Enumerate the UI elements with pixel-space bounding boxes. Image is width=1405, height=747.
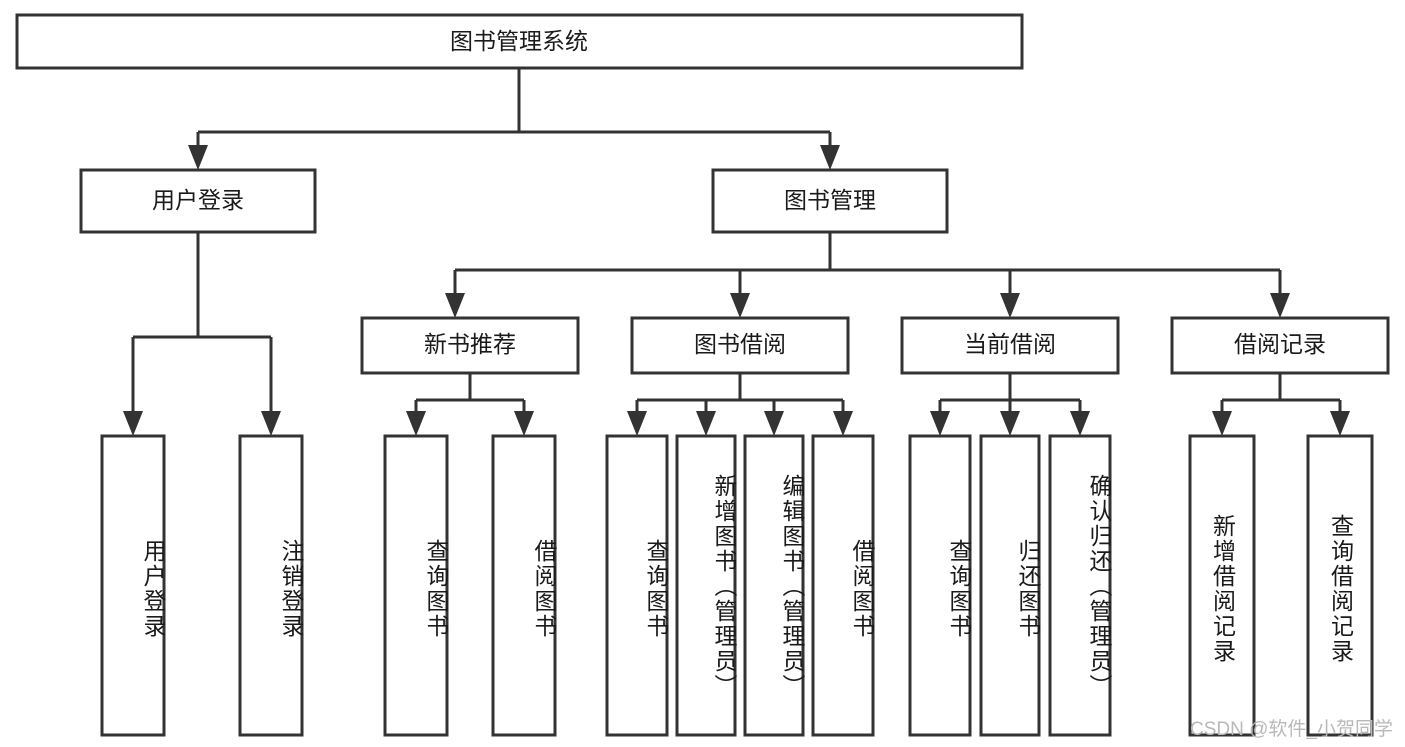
node-borrow-record-label: 借阅记录 [1234, 331, 1326, 357]
arrow-head-current-borrow [1000, 293, 1020, 318]
node-leaf-user-login[interactable] [100, 434, 166, 737]
arrow-head-currentborrow-leaf-3 [1070, 411, 1090, 436]
arrow-head-new-book [445, 293, 465, 318]
arrow-head-currentborrow-leaf-1 [930, 411, 950, 436]
node-leaf-logout[interactable] [238, 434, 304, 737]
node-leaf-bb-borrow-book[interactable] [811, 434, 875, 737]
node-leaf-br-query-record[interactable] [1306, 434, 1374, 737]
nodes-group: 图书管理系统 用户登录 图书管理 新书推荐 图书借阅 当前借阅 借阅记录 [15, 13, 1390, 737]
arrow-head-newbook-leaf-2 [514, 411, 534, 436]
arrow-head-borrowrecord-leaf-2 [1330, 411, 1350, 436]
node-borrow-record[interactable] [1170, 316, 1390, 375]
arrow-head-bookborrow-leaf-4 [833, 411, 853, 436]
node-user-login[interactable] [79, 168, 317, 234]
arrow-head-borrow-record [1270, 293, 1290, 318]
arrow-head-bookborrow-leaf-1 [627, 411, 647, 436]
node-new-book-recommend[interactable] [360, 316, 580, 375]
node-book-manage[interactable] [711, 168, 949, 234]
node-book-borrow[interactable] [630, 316, 850, 375]
node-leaf-br-add-record[interactable] [1188, 434, 1256, 737]
node-leaf-bb-query-book[interactable] [605, 434, 669, 737]
arrow-head-borrowrecord-leaf-1 [1212, 411, 1232, 436]
node-root-system-label: 图书管理系统 [450, 28, 588, 54]
node-leaf-cb-confirm-return[interactable] [1048, 434, 1112, 737]
node-root-system[interactable] [15, 13, 1024, 70]
arrow-head-bookborrow-leaf-2 [696, 411, 716, 436]
node-current-borrow-label: 当前借阅 [964, 331, 1056, 357]
node-book-manage-label: 图书管理 [784, 187, 876, 213]
node-leaf-cb-query-book[interactable] [908, 434, 972, 737]
node-book-borrow-label: 图书借阅 [694, 331, 786, 357]
node-current-borrow[interactable] [900, 316, 1120, 375]
node-leaf-nb-borrow-book[interactable] [491, 434, 557, 737]
arrow-head-newbook-leaf-1 [406, 411, 426, 436]
arrow-head-book-manage [820, 145, 840, 170]
node-leaf-nb-query-book[interactable] [383, 434, 449, 737]
connectors-group [123, 68, 1350, 436]
arrow-head-bookborrow-leaf-3 [764, 411, 784, 436]
node-new-book-recommend-label: 新书推荐 [424, 331, 516, 357]
arrow-head-user-login [188, 145, 208, 170]
node-leaf-bb-add-book[interactable] [675, 434, 737, 737]
arrow-head-leaf-logout [261, 411, 281, 436]
node-user-login-label: 用户登录 [152, 187, 244, 213]
arrow-head-book-borrow [730, 293, 750, 318]
arrow-head-currentborrow-leaf-2 [1000, 411, 1020, 436]
node-leaf-cb-return-book[interactable] [979, 434, 1041, 737]
node-leaf-bb-edit-book[interactable] [743, 434, 805, 737]
arrow-head-leaf-user-login [123, 411, 143, 436]
csdn-watermark: CSDN @软件_小贺同学 [1190, 719, 1393, 740]
